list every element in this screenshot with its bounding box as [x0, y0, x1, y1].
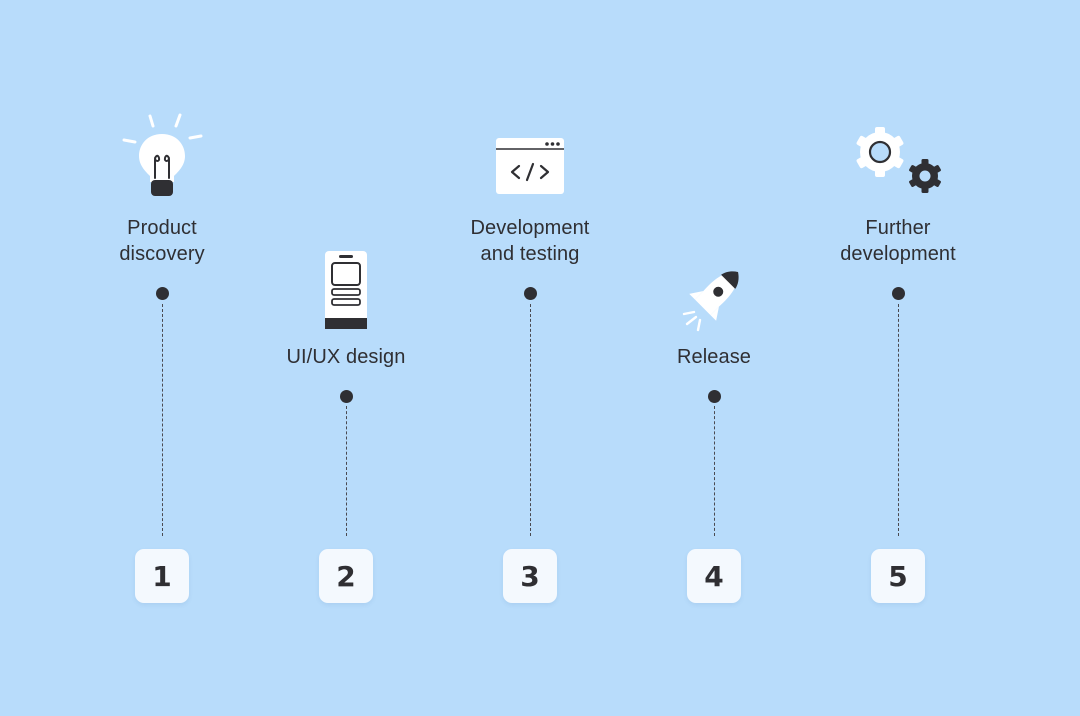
step-4: Release 4 — [622, 0, 806, 716]
step-number-badge: 5 — [871, 549, 925, 603]
step-number-badge: 2 — [319, 549, 373, 603]
step-label: Release — [676, 346, 752, 368]
step-label: UI/UX design — [286, 346, 406, 368]
timeline-dot — [523, 287, 537, 300]
step-label: Product discovery — [119, 217, 205, 265]
step-number-badge: 3 — [503, 549, 557, 603]
rocket-icon — [678, 262, 750, 332]
dashed-connector — [345, 406, 347, 536]
timeline-dot — [339, 390, 353, 403]
dashed-connector — [161, 304, 163, 536]
dashed-connector — [529, 304, 531, 536]
step-5: Further development 5 — [806, 0, 990, 716]
smartphone-icon — [324, 250, 368, 330]
step-3: Development and testing 3 — [438, 0, 622, 716]
step-number-badge: 1 — [135, 549, 189, 603]
step-number-badge: 4 — [687, 549, 741, 603]
dashed-connector — [897, 304, 899, 536]
gears-icon — [848, 126, 948, 196]
step-1: Product discovery 1 — [70, 0, 254, 716]
dashed-connector — [713, 406, 715, 536]
timeline-dot — [891, 287, 905, 300]
timeline-dot — [707, 390, 721, 403]
step-2: UI/UX design 2 — [254, 0, 438, 716]
lightbulb-icon — [120, 112, 204, 200]
step-label: Further development — [840, 217, 956, 265]
timeline-dot — [155, 287, 169, 300]
code-window-icon — [496, 138, 564, 194]
step-label: Development and testing — [470, 217, 590, 265]
